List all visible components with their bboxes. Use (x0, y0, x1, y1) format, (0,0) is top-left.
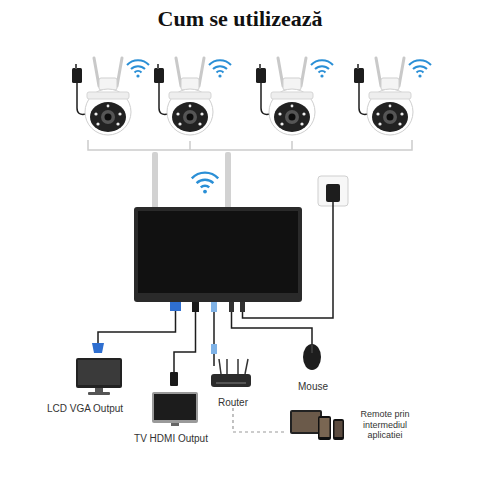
vga-port (170, 302, 181, 311)
device-label-box: TV HDMI Output (128, 390, 214, 444)
device-label-box: Mouse (285, 342, 341, 392)
device-label: Router (215, 397, 251, 409)
bracket (88, 140, 412, 150)
device-label-box: Remote prin intermediul aplicatiei (286, 402, 414, 448)
lcd-monitor (76, 343, 122, 395)
dashed-link (233, 408, 286, 432)
device-label: TV HDMI Output (131, 433, 211, 445)
device-label: LCD VGA Output (44, 403, 126, 415)
phones (290, 410, 344, 440)
device-label-box: Router (212, 358, 254, 408)
camera (154, 58, 231, 135)
router (211, 344, 251, 387)
wires (98, 311, 312, 372)
device-label-box: LCD VGA Output (35, 354, 135, 414)
mouse (303, 344, 321, 370)
camera (256, 58, 333, 135)
camera (72, 58, 149, 135)
power-adapter (243, 176, 349, 318)
device-label: Remote prin intermediul aplicatiei (356, 409, 414, 440)
tv (152, 372, 198, 426)
page-title: Cum se utilizează (0, 6, 480, 32)
camera (354, 58, 431, 135)
recorder (134, 152, 302, 312)
cameras (72, 58, 431, 135)
device-label: Mouse (295, 381, 331, 393)
